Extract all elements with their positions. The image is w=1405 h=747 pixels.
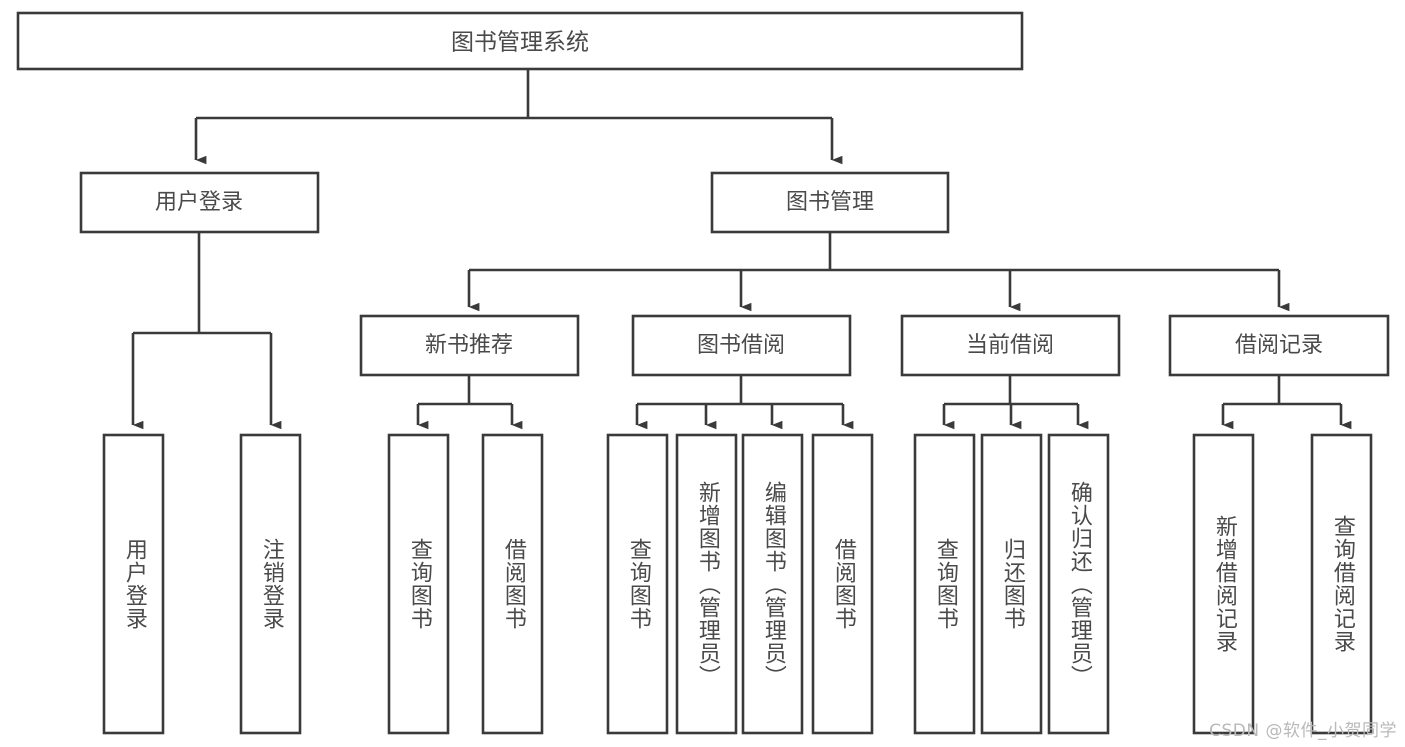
node-leaf-add-record-box[interactable] — [1192, 433, 1255, 735]
node-new-book-recommend-box[interactable] — [359, 314, 580, 377]
node-leaf-confirm-return-box[interactable] — [1047, 433, 1110, 735]
node-leaf-query-book-2-box[interactable] — [606, 433, 669, 735]
node-book-borrow-label: 图书借阅 — [697, 333, 785, 358]
node-book-management-label: 图书管理 — [786, 190, 874, 215]
node-borrow-record-box[interactable] — [1168, 314, 1390, 377]
node-root-box[interactable] — [16, 11, 1024, 71]
node-leaf-query-book-3-box[interactable] — [913, 433, 976, 735]
node-leaf-query-record-box[interactable] — [1310, 433, 1373, 735]
node-book-borrow-box[interactable] — [631, 314, 852, 377]
node-leaf-add-book-box[interactable] — [675, 433, 738, 735]
node-leaf-user-logout-box[interactable] — [239, 433, 302, 735]
node-current-borrow-box[interactable] — [900, 314, 1121, 377]
node-leaf-user-login-box[interactable] — [102, 433, 165, 735]
node-leaf-edit-book-box[interactable] — [741, 433, 804, 735]
node-leaf-borrow-book-1-box[interactable] — [481, 433, 544, 735]
node-leaf-borrow-book-2-box[interactable] — [811, 433, 874, 735]
node-leaf-query-book-1-box[interactable] — [387, 433, 450, 735]
node-user-login-label: 用户登录 — [155, 190, 243, 215]
node-book-management-box[interactable] — [710, 171, 950, 234]
node-current-borrow-label: 当前借阅 — [966, 333, 1054, 358]
node-leaf-return-book-box[interactable] — [980, 433, 1043, 735]
node-root-label: 图书管理系统 — [451, 30, 589, 56]
watermark-text: CSDN @软件_小贺同学 — [1209, 721, 1397, 741]
node-new-book-recommend-label: 新书推荐 — [425, 333, 513, 358]
node-borrow-record-label: 借阅记录 — [1235, 333, 1323, 358]
